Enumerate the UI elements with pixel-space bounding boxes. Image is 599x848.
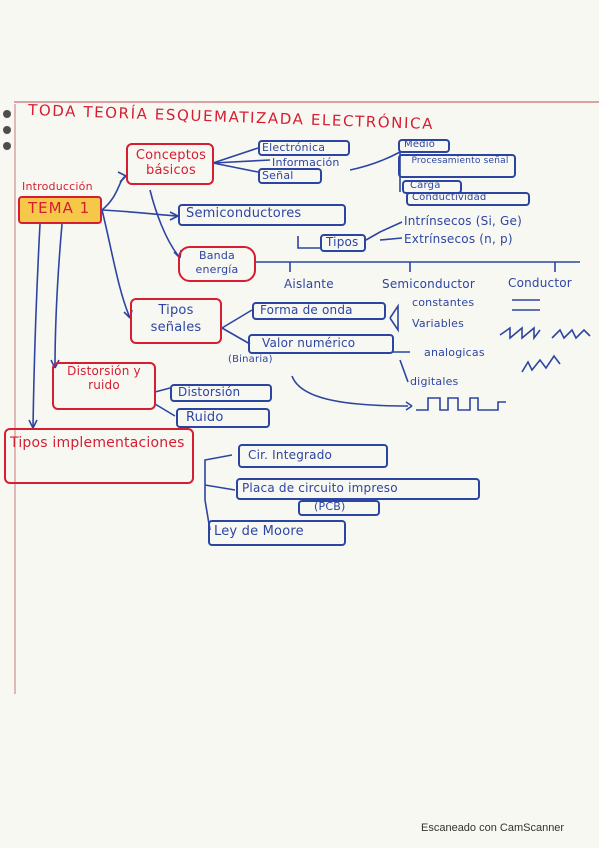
- moore-label: Ley de Moore: [214, 524, 304, 539]
- concept-box-electronica: [258, 140, 350, 156]
- banda-conductor: Conductor: [508, 276, 572, 290]
- conceptos-box: [126, 143, 214, 185]
- senal-item-procesamiento: Procesamiento señal: [411, 156, 509, 166]
- ruido-box: [176, 408, 270, 428]
- semiconductores-label: Semiconductores: [186, 206, 302, 221]
- concept-item-informacion: Información: [272, 156, 340, 169]
- distorsion-label: Distorsión: [178, 385, 241, 399]
- forma-box: [252, 302, 386, 320]
- moore-box: [208, 520, 346, 546]
- implementaciones-label: Tipos implementaciones: [10, 435, 185, 451]
- margin-rule: [14, 104, 16, 694]
- pcb-label: Placa de circuito impreso: [242, 481, 398, 495]
- concept-box-senal: [258, 168, 322, 184]
- banda-semiconductor: Semiconductor: [382, 277, 475, 291]
- tipos-senales-box: [130, 298, 222, 344]
- extrinsecos-label: Extrínsecos (n, p): [404, 232, 513, 246]
- tipos-box: [320, 234, 366, 252]
- senal-box-medio: [398, 139, 450, 153]
- circuito-integrado-label: Cir. Integrado: [248, 448, 333, 462]
- banda-box: [178, 246, 256, 282]
- valor-box: [248, 334, 394, 354]
- pcb-abbrev-box: [298, 500, 380, 516]
- valor-analogicas: analogicas: [424, 346, 485, 359]
- tema-highlight-box: [18, 196, 102, 224]
- senal-item-conductividad: Conductividad: [412, 192, 487, 203]
- valor-label: Valor numérico: [262, 336, 356, 350]
- distorsion-ruido-box: [52, 362, 156, 410]
- tipos-senales-label: Tipos señales: [150, 303, 202, 335]
- forma-variables: Variables: [412, 317, 465, 330]
- banda-aislante: Aislante: [284, 277, 334, 291]
- senal-item-medio: Medio: [404, 139, 436, 150]
- intrinsecos-label: Intrínsecos (Si, Ge): [404, 214, 522, 228]
- banda-label: Banda energía: [195, 249, 239, 276]
- pcb-abbrev: (PCB): [314, 500, 346, 513]
- conceptos-label: Conceptos básicos: [135, 148, 207, 178]
- tipos-label: Tipos: [326, 235, 359, 249]
- ruido-label: Ruido: [186, 410, 224, 425]
- semiconductores-box: [178, 204, 346, 226]
- binder-hole-icon: [3, 110, 11, 118]
- intro-label: Introducción: [22, 180, 93, 193]
- valor-digitales: digitales: [410, 375, 459, 388]
- implementaciones-box: [4, 428, 194, 484]
- concept-item-electronica: Electrónica: [262, 141, 326, 154]
- pcb-box: [236, 478, 480, 500]
- binder-hole-icon: [3, 126, 11, 134]
- scanner-watermark: Escaneado con CamScanner: [421, 822, 565, 834]
- distorsion-box: [170, 384, 272, 402]
- binaria-label: (Binaria): [228, 354, 273, 365]
- header-rule: [14, 101, 599, 103]
- binder-hole-icon: [3, 142, 11, 150]
- concept-item-senal: Señal: [262, 169, 294, 182]
- senal-item-carga: Carga: [410, 180, 441, 191]
- circuito-integrado-box: [238, 444, 388, 468]
- senal-box-conductividad: [406, 192, 530, 206]
- forma-constantes: constantes: [412, 296, 475, 309]
- senal-box-procesamiento: [398, 154, 516, 178]
- tema-label: TEMA 1: [28, 199, 91, 217]
- distorsion-ruido-label: Distorsión y ruido: [67, 364, 141, 392]
- forma-label: Forma de onda: [260, 303, 353, 317]
